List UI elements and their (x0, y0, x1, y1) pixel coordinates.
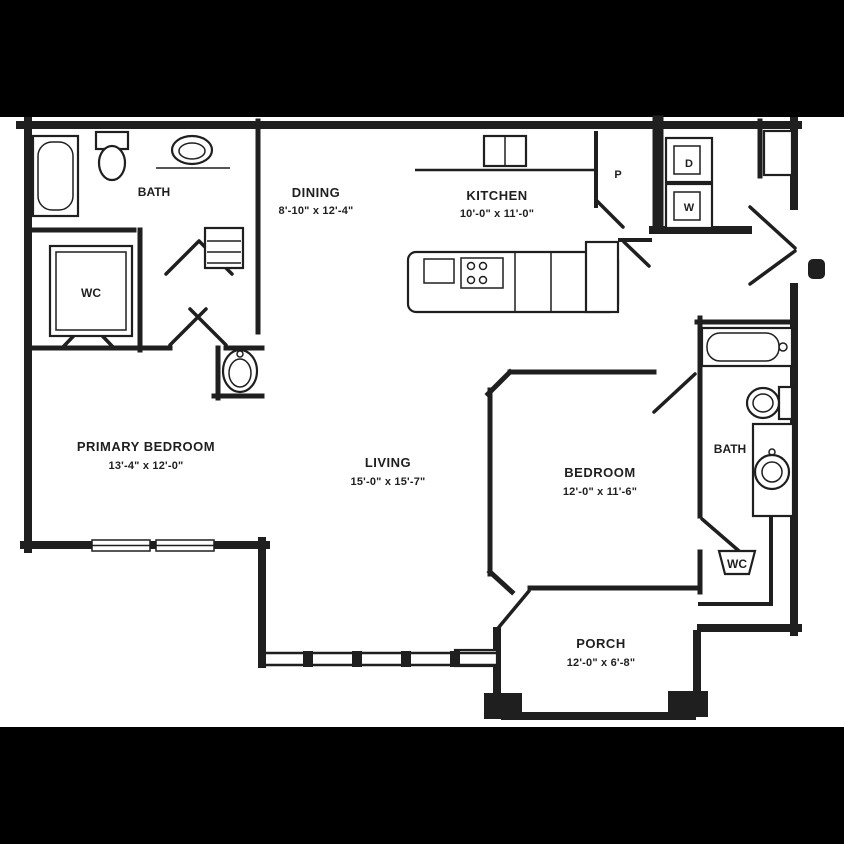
label-bath-right: BATH (714, 442, 746, 456)
bathtub-right-faucet (778, 342, 788, 352)
label-primary-bedroom: PRIMARY BEDROOM (77, 439, 215, 454)
plan-paper (0, 117, 844, 727)
pedestal-sink-tap (236, 350, 244, 358)
sink-right-basin (761, 461, 783, 483)
room-labels: BATH WC DINING 8'-10" x 12'-4" KITCHEN 1… (77, 158, 747, 669)
sink-left (170, 134, 214, 166)
door-wc-right (700, 517, 741, 553)
entry-marker (808, 259, 825, 279)
label-living: LIVING (365, 455, 411, 470)
dims-living: 15'-0" x 15'-7" (351, 476, 426, 488)
island-cabinet-lines (514, 252, 552, 312)
door-pantry (595, 199, 625, 229)
burner-3 (466, 275, 476, 285)
shower-wc-left (48, 244, 134, 338)
dims-bedroom: 12'-0" x 11'-6" (563, 486, 637, 498)
shower-wc-left-pan (55, 251, 127, 331)
toilet-right-bowl (745, 386, 781, 420)
porch-pillar-left (484, 693, 522, 719)
sink-left-basin (178, 142, 206, 160)
label-washer: W (684, 202, 695, 214)
closet-tr-box (762, 129, 794, 177)
label-wc-right: WC (727, 557, 747, 571)
dims-primary-bedroom: 13'-4" x 12'-0" (109, 460, 184, 472)
sink-right (753, 453, 791, 491)
porch-pillar-right (668, 691, 708, 717)
label-dryer: D (685, 158, 693, 170)
label-wc-left: WC (81, 286, 101, 300)
label-porch: PORCH (576, 636, 625, 651)
sink-right-tap (768, 448, 776, 456)
door-kitchen-closet (622, 240, 651, 268)
toilet-right-seat (752, 393, 774, 413)
fixtures (31, 129, 825, 668)
cooktop (460, 257, 504, 289)
label-kitchen: KITCHEN (466, 188, 527, 203)
door-primary-bedroom (168, 307, 228, 347)
label-bedroom: BEDROOM (564, 465, 635, 480)
interior-walls (25, 115, 797, 606)
bathtub-right (700, 326, 794, 368)
window-primary-1 (91, 539, 151, 552)
railing (262, 651, 497, 667)
burner-2 (478, 261, 488, 271)
linen-closet (203, 226, 245, 270)
dims-dining: 8'-10" x 12'-4" (279, 205, 354, 217)
dims-kitchen: 10'-0" x 11'-0" (460, 208, 534, 220)
window-primary-2 (155, 539, 215, 552)
burner-1 (466, 261, 476, 271)
bathtub-left-basin (37, 141, 74, 211)
toilet-right-tank (777, 385, 794, 421)
dims-porch: 12'-0" x 6'-8" (567, 657, 636, 669)
door-bedroom (652, 372, 697, 414)
toilet-left-bowl (97, 144, 127, 182)
island-sink (423, 258, 455, 284)
washer-door (673, 191, 701, 221)
door-porch (497, 589, 531, 629)
pedestal-sink-basin (228, 358, 252, 388)
linen-shelves (207, 240, 241, 264)
label-bath-left: BATH (138, 185, 170, 199)
burner-4 (478, 275, 488, 285)
dryer-door (673, 145, 701, 175)
label-dining: DINING (292, 185, 341, 200)
wall-bedroom-chamfer-bl (486, 568, 516, 596)
label-pantry: P (614, 169, 621, 181)
door-entry (748, 205, 797, 286)
wc-right-basin (717, 549, 757, 576)
island-return (584, 240, 620, 314)
